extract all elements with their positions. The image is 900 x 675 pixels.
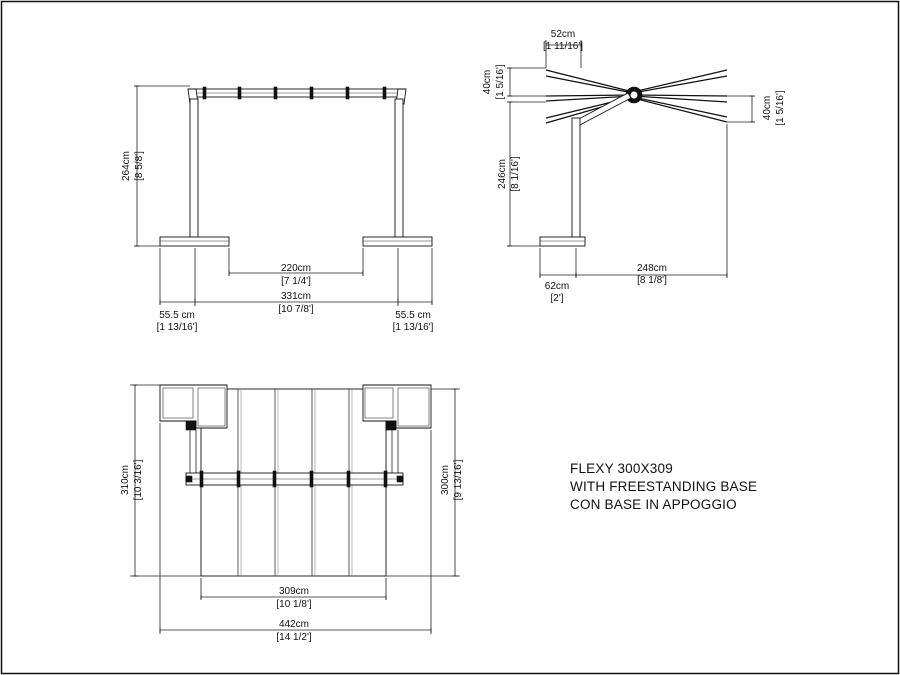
side-rise-left-in: [1 5/16'] — [495, 64, 506, 99]
front-right-base-in: [1 13/16'] — [393, 322, 434, 333]
side-view: 52cm [1 11/16'] 40cm [1 5/16'] 246cm [8 … — [482, 29, 786, 304]
front-inner-in: [7 1/4'] — [281, 276, 311, 287]
plan-crossbeam-rollers — [185, 470, 404, 488]
front-left-post — [189, 98, 199, 238]
side-base — [539, 236, 586, 247]
title-block: FLEXY 300X309 WITH FREESTANDING BASE CON… — [570, 461, 757, 512]
side-base-cm: 62cm — [545, 281, 569, 292]
side-rise-right-in: [1 5/16'] — [775, 90, 786, 125]
side-post-cm: 246cm — [497, 159, 508, 189]
front-total-in: [10 7/8'] — [278, 304, 313, 315]
title-line-1: FLEXY 300X309 — [570, 461, 673, 476]
front-left-base-cm: 55.5 cm — [159, 310, 195, 321]
side-reach-in: [8 1/8'] — [637, 275, 667, 286]
front-left-base-in: [1 13/16'] — [157, 322, 198, 333]
front-inner-cm: 220cm — [281, 263, 311, 274]
side-top-cm: 52cm — [551, 29, 575, 40]
side-post-in: [8 1/16'] — [510, 156, 521, 191]
title-line-2: WITH FREESTANDING BASE — [570, 479, 757, 494]
front-height-cm: 264cm — [121, 151, 132, 181]
plan-left-post-top — [185, 420, 197, 431]
side-rise-right-cm: 40cm — [762, 96, 773, 120]
plan-width-cm: 309cm — [279, 586, 309, 597]
plan-cover-in: [9 13/16'] — [453, 459, 464, 500]
plan-width-in: [10 1/8'] — [276, 599, 311, 610]
plan-right-post-top — [385, 420, 397, 431]
plan-view: 310cm [10 3/16'] 300cm [9 13/16'] 309cm … — [120, 384, 464, 643]
front-left-base — [159, 236, 230, 247]
front-right-base — [362, 236, 433, 247]
front-height-in: [8 5/8'] — [134, 151, 145, 181]
side-post — [571, 117, 581, 238]
front-right-post — [394, 98, 404, 238]
plan-depth-cm: 310cm — [120, 465, 131, 495]
plan-depth-in: [10 3/16'] — [133, 459, 144, 500]
front-view: 264cm [8 5/8'] 220cm [7 1/4'] 331cm [10 … — [121, 85, 434, 333]
side-rise-left-cm: 40cm — [482, 70, 493, 94]
plan-overall-in: [14 1/2'] — [276, 632, 311, 643]
front-beam-rollers — [202, 86, 387, 100]
side-reach-cm: 248cm — [637, 263, 667, 274]
side-top-in: [1 11/16'] — [543, 41, 583, 52]
side-base-in: [2'] — [550, 293, 563, 304]
plan-cover-cm: 300cm — [440, 465, 451, 495]
plan-overall-cm: 442cm — [279, 619, 309, 630]
title-line-3: CON BASE IN APPOGGIO — [570, 497, 737, 512]
front-total-cm: 331cm — [281, 291, 311, 302]
front-right-base-cm: 55.5 cm — [395, 310, 431, 321]
